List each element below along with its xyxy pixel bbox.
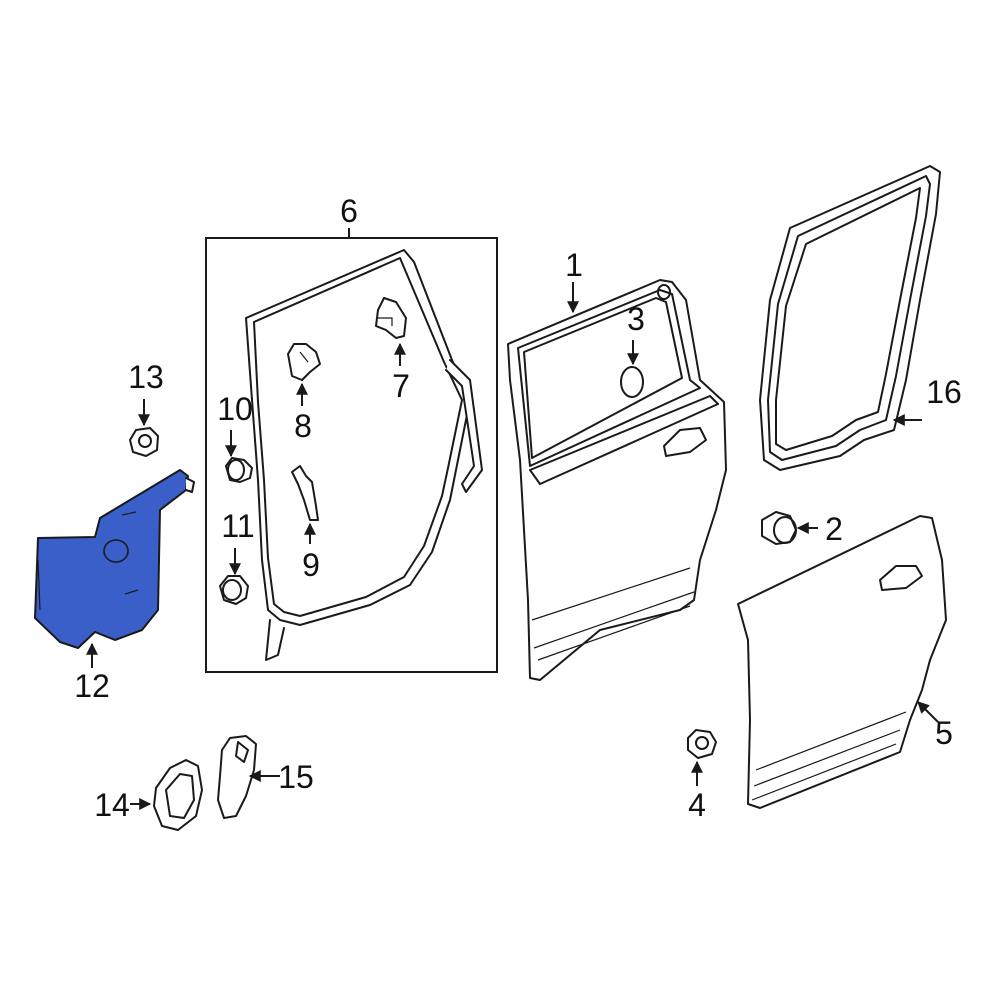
part-15-pad[interactable] — [217, 735, 257, 819]
part-13-nut[interactable] — [129, 427, 159, 457]
callout-9: 9 — [302, 547, 320, 583]
part-14-cap[interactable] — [153, 759, 203, 831]
callout-5: 5 — [935, 715, 953, 751]
group-6-frame — [205, 237, 498, 673]
part-2-bumper[interactable] — [761, 511, 797, 545]
part-7-bracket[interactable] — [375, 297, 407, 339]
part-9-guide[interactable] — [291, 465, 319, 521]
part-5-outer-panel[interactable] — [737, 515, 947, 809]
part-3-plug[interactable] — [620, 366, 644, 398]
part-12-door-cover[interactable] — [34, 469, 195, 649]
part-8-clip[interactable] — [287, 343, 321, 381]
leader-5 — [917, 701, 939, 723]
callout-10: 10 — [217, 391, 253, 427]
part-16-door-seal[interactable] — [759, 165, 941, 471]
part-10-clip[interactable] — [225, 457, 253, 483]
part-1-door-shell[interactable] — [507, 279, 727, 681]
callout-4: 4 — [688, 787, 706, 823]
part-11-clip[interactable] — [219, 575, 249, 605]
callout-3: 3 — [627, 301, 645, 337]
callout-16: 16 — [926, 374, 962, 410]
callout-12: 12 — [74, 668, 110, 704]
callout-11: 11 — [221, 508, 254, 544]
callout-14: 14 — [94, 787, 130, 823]
part-6-weatherstrip[interactable] — [245, 249, 483, 661]
callout-1: 1 — [565, 247, 583, 283]
callout-2: 2 — [825, 511, 843, 547]
callout-13: 13 — [128, 359, 164, 395]
callout-8: 8 — [294, 408, 312, 444]
callout-7: 7 — [392, 368, 410, 404]
part-4-nut[interactable] — [687, 729, 717, 759]
callout-15: 15 — [278, 759, 314, 795]
callout-6: 6 — [340, 193, 358, 229]
